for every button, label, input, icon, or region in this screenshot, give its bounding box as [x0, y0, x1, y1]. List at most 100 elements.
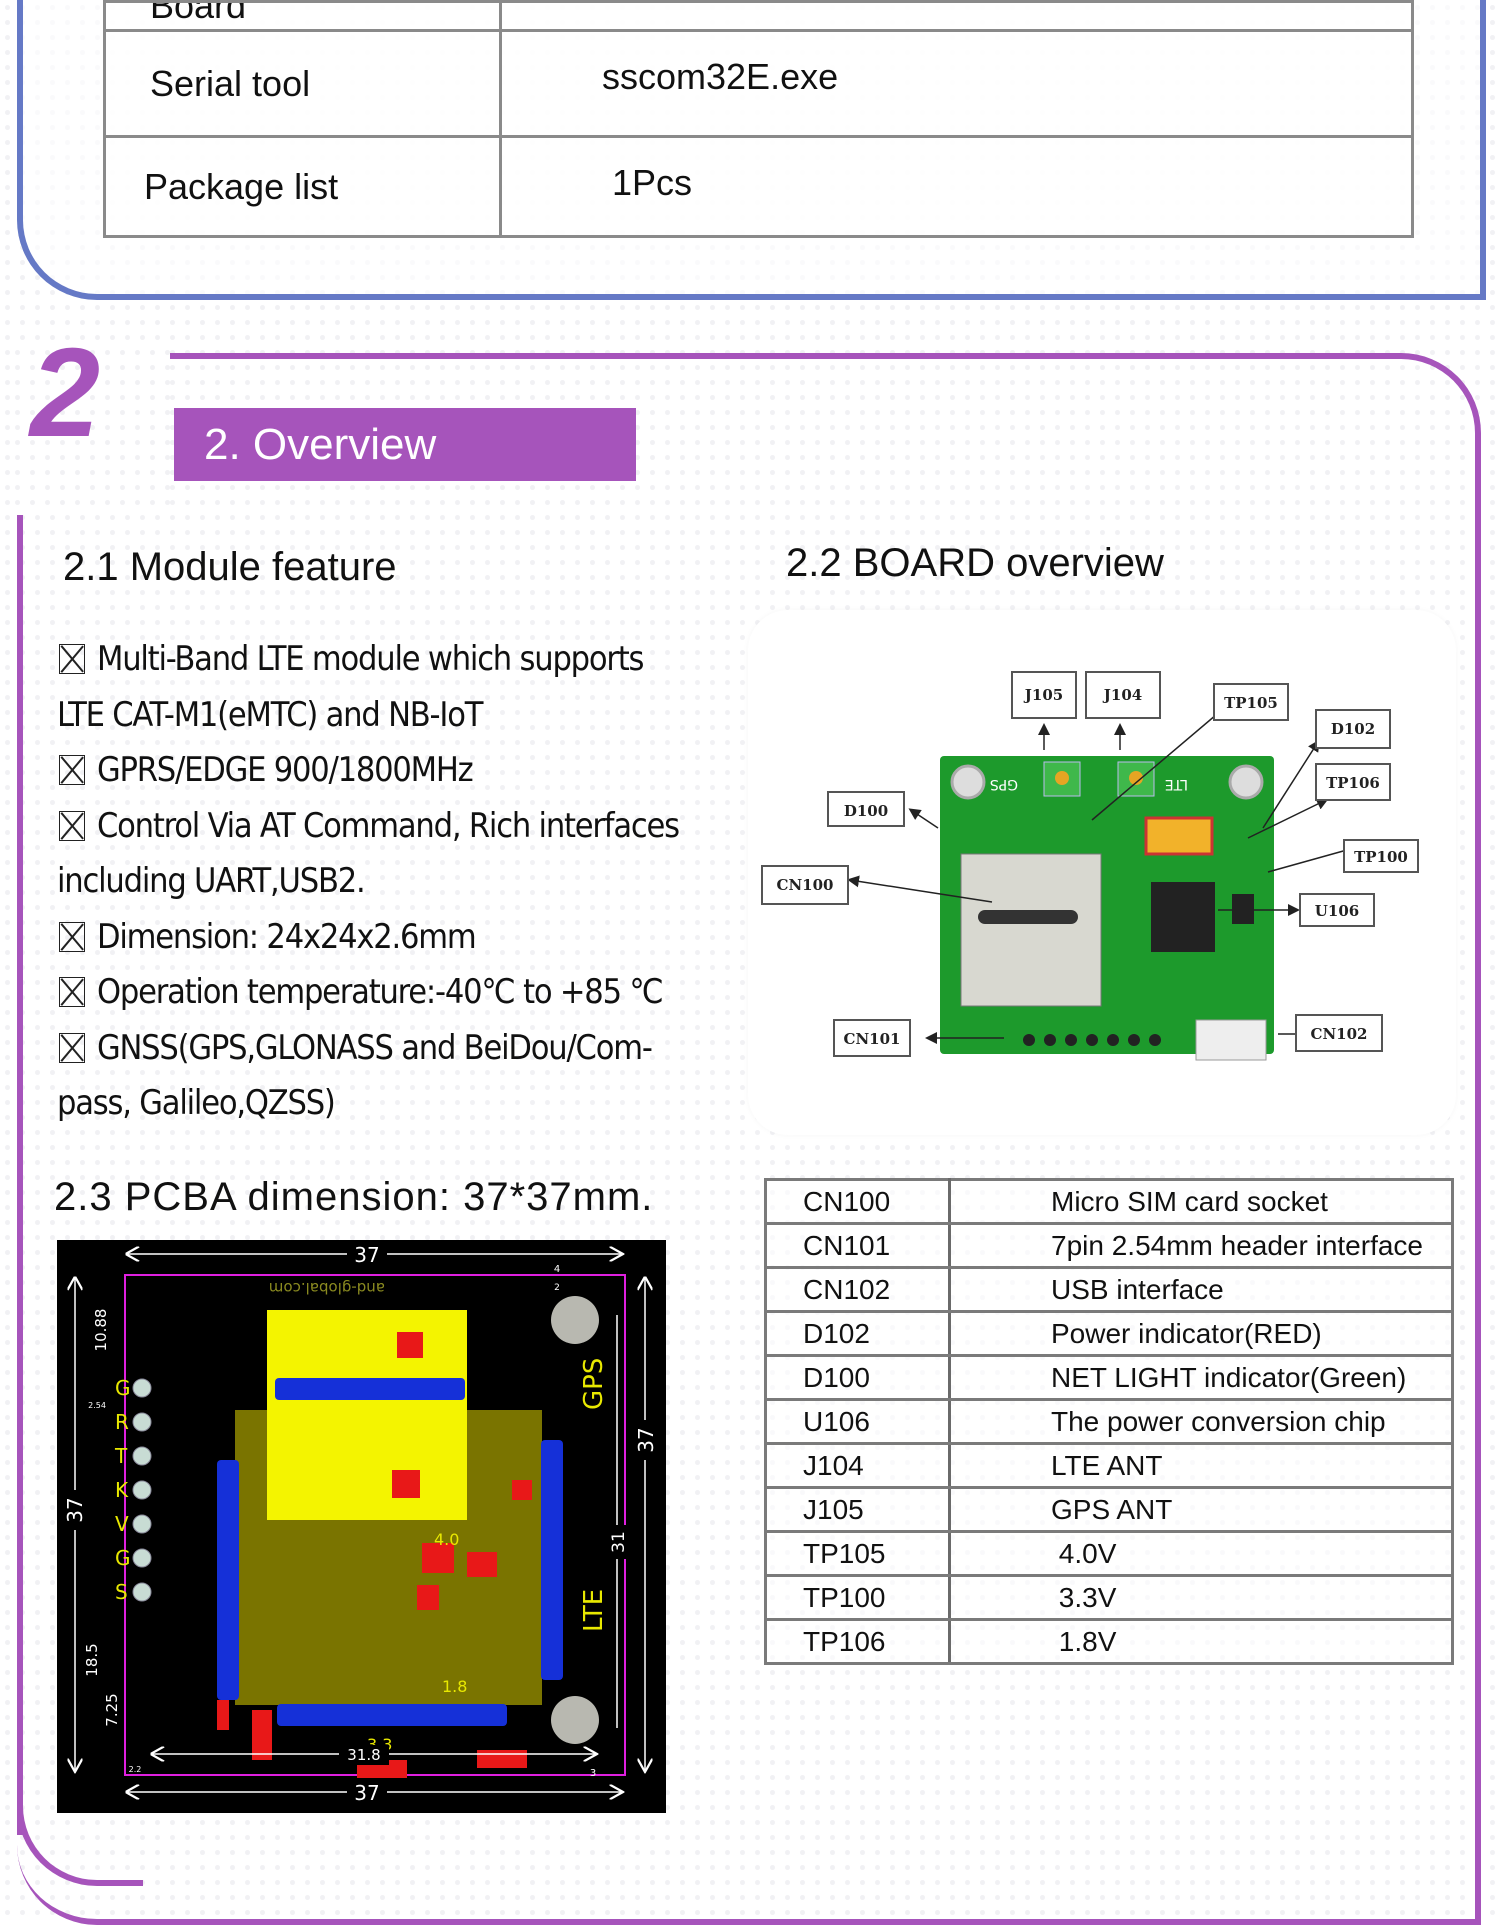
silk-4v0: 4.0: [434, 1530, 459, 1549]
component-description: Micro SIM card socket: [949, 1178, 1454, 1225]
silk-gps: GPS: [579, 1358, 609, 1410]
feature-text: Operation temperature:-40℃ to +85 ℃: [97, 972, 664, 1012]
feature-text: Control Via AT Command, Rich interfaces: [97, 805, 680, 846]
component-description: 1.8V: [949, 1618, 1454, 1665]
checkbox-crossed-icon: [59, 755, 85, 785]
label-cn102: CN102: [1311, 1025, 1368, 1043]
component-id: J104: [764, 1442, 951, 1489]
label-tp106: TP106: [1326, 774, 1380, 792]
pcba-drawing: G R T K V G S 4.0 1.8 3.3 and-global.com…: [57, 1240, 666, 1813]
checkbox-crossed-icon: [59, 977, 85, 1007]
pin-label: K: [115, 1478, 129, 1502]
component-id: U106: [764, 1398, 951, 1445]
component-id: TP100: [764, 1574, 951, 1621]
feature-text: Dimension: 24x24x2.6mm: [97, 916, 477, 957]
dim-right: 37: [634, 1427, 658, 1452]
dim-inner-bottom: 31.8: [347, 1746, 380, 1764]
sim-socket: [960, 853, 1102, 1007]
label-tp105: TP105: [1224, 694, 1278, 712]
component-description: 3.3V: [949, 1574, 1454, 1621]
label-j104: J104: [1102, 686, 1142, 704]
component-id: CN102: [764, 1266, 951, 1313]
feature-line: Control Via AT Command, Rich interfaces: [57, 799, 717, 855]
pcba-heading: 2.3 PCBA dimension: 37*37mm.: [54, 1175, 654, 1219]
sim-footprint: [267, 1310, 467, 1520]
silk-gps: GPS: [990, 776, 1018, 792]
checkbox-crossed-icon: [59, 1032, 85, 1063]
component-description: USB interface: [949, 1266, 1454, 1313]
dim-2-54: 2.54: [88, 1401, 106, 1410]
dim-left: 37: [63, 1497, 87, 1522]
table-row: Package list 1Pcs: [103, 135, 1414, 238]
pin-label: S: [115, 1580, 128, 1604]
silk-1v8: 1.8: [442, 1677, 467, 1696]
section-title-banner: 2. Overview: [174, 408, 636, 481]
feature-text: Multi-Band LTE module which supports: [97, 639, 644, 679]
table-row: TP105 4.0V: [764, 1530, 1454, 1577]
dim-4: 4: [554, 1264, 560, 1275]
component-description: The power conversion chip: [949, 1398, 1454, 1445]
usb-connector: [1195, 1019, 1267, 1061]
dim-10-88: 10.88: [92, 1309, 110, 1352]
pin-label: R: [115, 1410, 129, 1434]
feature-text: including UART,USB2.: [57, 861, 366, 901]
feature-text: pass, Galileo,QZSS): [57, 1083, 336, 1123]
checkbox-crossed-icon: [59, 921, 85, 952]
u106-chip: [1151, 882, 1215, 952]
table-row: TP100 3.3V: [764, 1574, 1454, 1621]
spec-label: Serial tool: [103, 29, 502, 138]
label-u106: U106: [1315, 902, 1359, 920]
feature-line: Dimension: 24x24x2.6mm: [57, 910, 717, 966]
feature-text: GNSS(GPS,GLONASS and BeiDou/Com-: [97, 1027, 653, 1068]
pin-label: V: [115, 1512, 129, 1536]
feature-line: GNSS(GPS,GLONASS and BeiDou/Com-: [57, 1021, 717, 1077]
feature-line: LTE CAT-M1(eMTC) and NB-IoT: [57, 688, 717, 744]
pin-label: G: [115, 1546, 131, 1570]
capacitor: [1144, 816, 1214, 856]
mount-hole: [551, 1696, 599, 1744]
label-d100: D100: [844, 802, 888, 820]
dim-3: 3: [590, 1768, 596, 1779]
spec-table: Board Serial tool sscom32E.exe Package l…: [103, 0, 1414, 238]
feature-line: pass, Galileo,QZSS): [57, 1076, 717, 1132]
component-id: CN100: [764, 1178, 951, 1225]
dim-inner-right: 31: [609, 1531, 629, 1553]
spec-label: Board: [150, 1, 247, 27]
board-overview-heading: 2.2 BOARD overview: [786, 541, 1164, 585]
dim-bottom: 37: [354, 1781, 379, 1805]
dim-top: 37: [354, 1243, 379, 1267]
table-row: Board: [103, 0, 1414, 32]
table-row: TP106 1.8V: [764, 1618, 1454, 1665]
label-cn100: CN100: [777, 876, 834, 894]
component-id: TP106: [764, 1618, 951, 1665]
section-2-left-border: [17, 515, 23, 1835]
checkbox-crossed-icon: [59, 644, 85, 674]
component-description: 4.0V: [949, 1530, 1454, 1577]
pin-label: T: [114, 1444, 128, 1468]
component-description: Power indicator(RED): [949, 1310, 1454, 1357]
component-description: LTE ANT: [949, 1442, 1454, 1489]
mount-hole: [950, 764, 986, 800]
module-feature-heading: 2.1 Module feature: [63, 545, 397, 589]
silk-lte: LTE: [1165, 776, 1188, 792]
section-number: 2: [30, 322, 101, 463]
label-tp100: TP100: [1354, 848, 1408, 866]
mount-hole: [551, 1296, 599, 1344]
dim-2: 2: [554, 1283, 560, 1293]
component-description: GPS ANT: [949, 1486, 1454, 1533]
label-j105: J105: [1023, 686, 1063, 704]
component-description: 7pin 2.54mm header interface: [949, 1222, 1454, 1269]
dim-18-5: 18.5: [83, 1643, 101, 1676]
dim-7-25: 7.25: [103, 1693, 121, 1726]
pin-label: G: [115, 1376, 131, 1400]
mount-hole: [1228, 764, 1264, 800]
component-id: D100: [764, 1354, 951, 1401]
